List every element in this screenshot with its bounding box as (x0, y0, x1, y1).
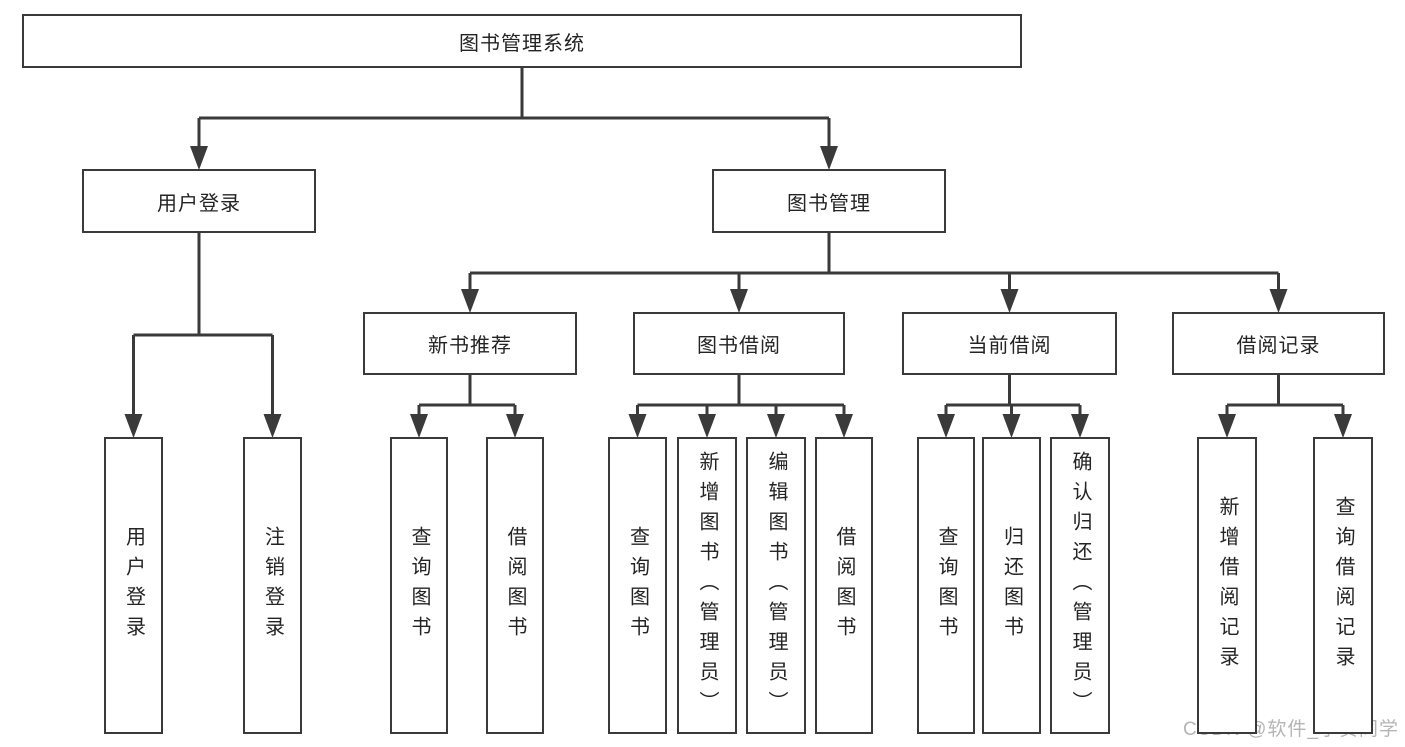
node-current-borrow: 当前借阅 (902, 312, 1117, 375)
arrowhead-borrow-books-2 (835, 414, 853, 438)
node-logout-leaf: 注销登录 (243, 437, 302, 734)
node-label-edit-books-admin: 编辑图书（管理员） (765, 450, 787, 721)
node-login-leaf: 用户登录 (104, 437, 163, 734)
arrowhead-query-borrow-record (1334, 414, 1352, 438)
node-edit-books-admin: 编辑图书（管理员） (746, 437, 806, 734)
node-label-add-borrow-record: 新增借阅记录 (1216, 495, 1238, 676)
edge-user-login (124, 233, 282, 438)
node-label-user-login: 用户登录 (157, 192, 241, 215)
arrowhead-borrow-books-1 (506, 414, 524, 438)
node-label-query-books-1: 查询图书 (408, 525, 430, 646)
arrowhead-borrow-records (1269, 289, 1288, 313)
node-confirm-return-admin: 确认归还（管理员） (1050, 437, 1110, 734)
node-borrow-records: 借阅记录 (1172, 312, 1385, 375)
edge-borrow-records (1218, 375, 1352, 438)
node-add-books-admin: 新增图书（管理员） (677, 437, 737, 734)
node-label-query-books-3: 查询图书 (935, 525, 957, 646)
arrowhead-book-mgmt (820, 146, 838, 170)
arrowhead-new-book-rec (461, 289, 479, 313)
arrowhead-query-books-2 (628, 414, 647, 438)
node-label-book-borrow: 图书借阅 (697, 335, 781, 357)
node-query-borrow-record: 查询借阅记录 (1313, 437, 1373, 734)
node-label-root: 图书管理系统 (459, 32, 585, 55)
edge-root (190, 68, 838, 170)
arrowhead-add-books-admin (698, 414, 716, 438)
node-label-query-books-2: 查询图书 (626, 525, 649, 646)
node-query-books-3: 查询图书 (917, 437, 975, 734)
arrowhead-book-borrow (730, 289, 748, 313)
node-label-borrow-books-2: 借阅图书 (833, 525, 855, 646)
node-label-new-book-rec: 新书推荐 (428, 335, 512, 357)
node-label-borrow-books-1: 借阅图书 (504, 525, 526, 646)
node-root: 图书管理系统 (22, 14, 1022, 68)
node-add-borrow-record: 新增借阅记录 (1197, 437, 1257, 734)
node-borrow-books-1: 借阅图书 (486, 437, 544, 734)
node-new-book-rec: 新书推荐 (363, 312, 577, 375)
node-user-login: 用户登录 (82, 169, 316, 233)
arrowhead-logout-leaf (263, 414, 282, 438)
arrowhead-current-borrow (1000, 289, 1019, 313)
node-return-books: 归还图书 (982, 437, 1041, 734)
arrowhead-query-books-1 (410, 414, 428, 438)
node-label-confirm-return-admin: 确认归还（管理员） (1069, 450, 1091, 721)
arrowhead-user-login (190, 146, 208, 170)
node-label-login-leaf: 用户登录 (122, 525, 145, 646)
arrowhead-add-borrow-record (1218, 414, 1236, 438)
node-query-books-1: 查询图书 (390, 437, 448, 734)
node-label-current-borrow: 当前借阅 (967, 335, 1052, 357)
node-label-query-borrow-record: 查询借阅记录 (1332, 495, 1354, 676)
node-label-logout-leaf: 注销登录 (261, 525, 284, 646)
node-label-add-books-admin: 新增图书（管理员） (696, 450, 718, 721)
edge-book-mgmt (461, 233, 1288, 313)
arrowhead-return-books (1002, 414, 1021, 438)
edge-book-borrow (628, 375, 853, 438)
arrowhead-edit-books-admin (767, 414, 785, 438)
edge-current-borrow (937, 375, 1089, 438)
node-query-books-2: 查询图书 (608, 437, 667, 734)
arrowhead-confirm-return-admin (1071, 414, 1089, 438)
node-borrow-books-2: 借阅图书 (815, 437, 873, 734)
node-book-borrow: 图书借阅 (633, 312, 845, 375)
node-label-borrow-records: 借阅记录 (1236, 335, 1321, 357)
node-book-mgmt: 图书管理 (712, 169, 946, 233)
node-label-return-books: 归还图书 (1000, 525, 1023, 646)
arrowhead-login-leaf (124, 414, 143, 438)
node-label-book-mgmt: 图书管理 (787, 192, 871, 215)
edge-new-book-rec (410, 375, 524, 438)
arrowhead-query-books-3 (937, 414, 955, 438)
